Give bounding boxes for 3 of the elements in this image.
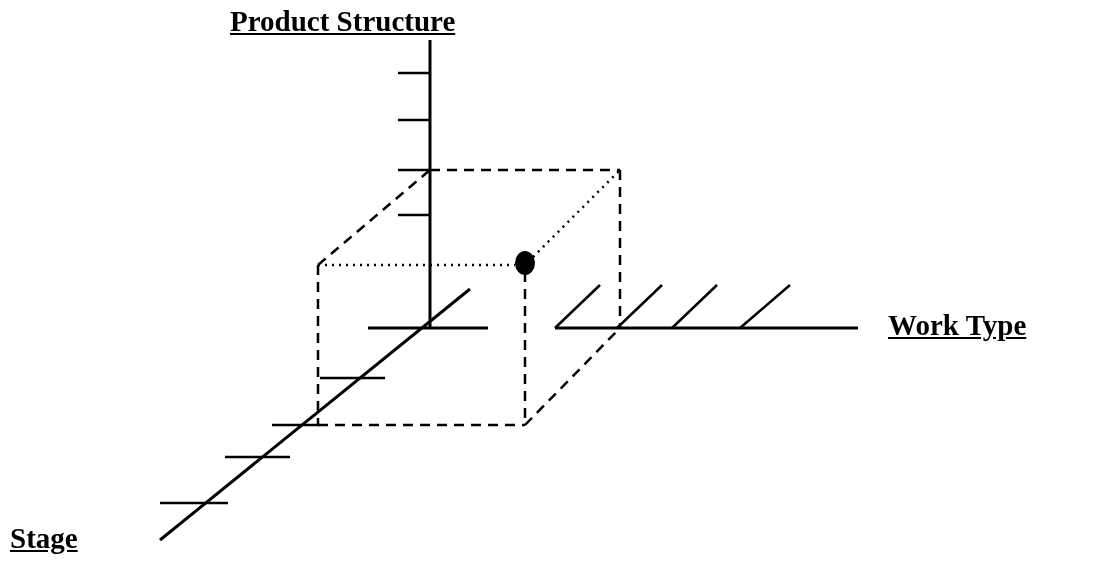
axis-label: Work Type <box>888 310 1027 342</box>
axis-label: Stage <box>10 523 78 555</box>
axis-label: Product Structure <box>230 6 456 38</box>
